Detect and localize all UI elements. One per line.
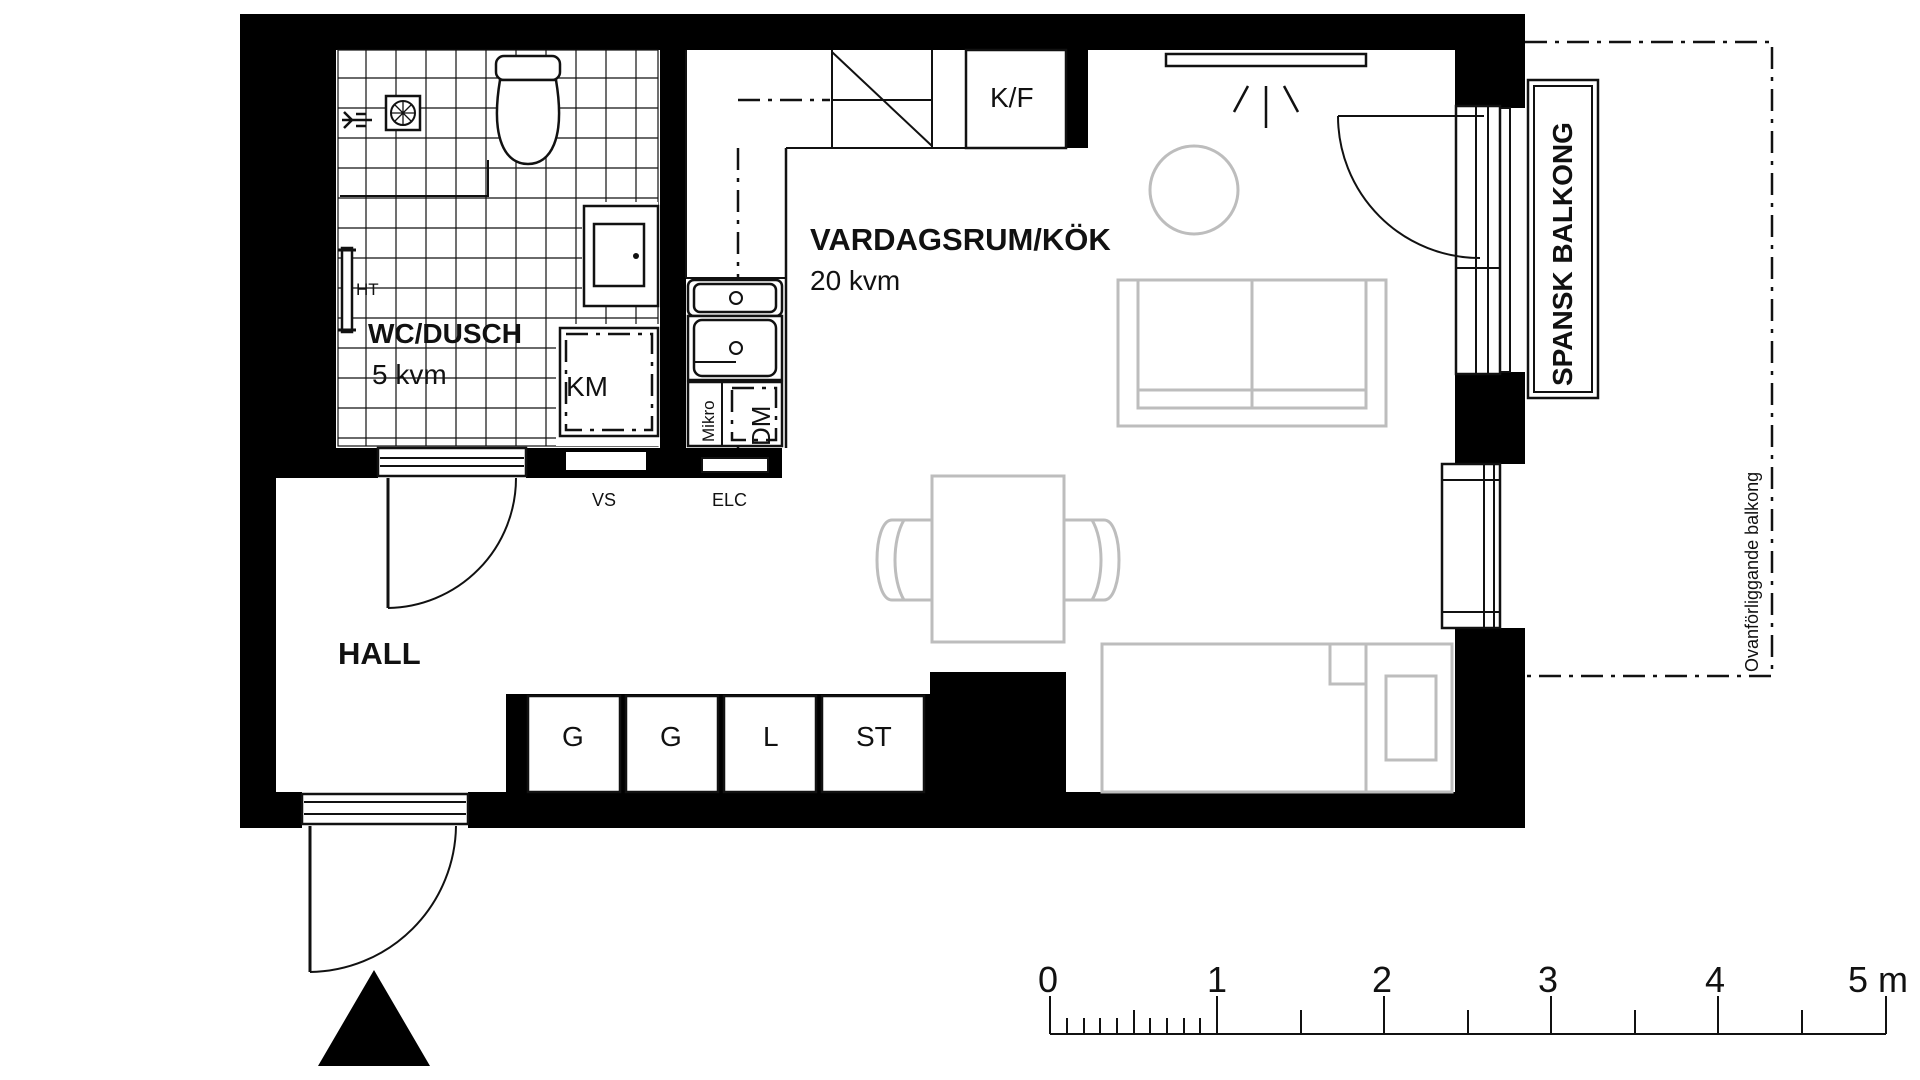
scale-0: 0 [1038, 959, 1058, 1000]
bed [1100, 642, 1454, 794]
scale-1: 1 [1207, 959, 1227, 1000]
french-balcony-label: SPANSK BALKONG [1547, 122, 1578, 386]
exterior-walls [240, 14, 1525, 828]
kitchen-sink-icon [686, 278, 784, 382]
shower-step [340, 160, 489, 197]
vs-shaft [566, 452, 646, 470]
elc-label: ELC [712, 490, 747, 510]
hall-name: HALL [338, 636, 421, 671]
toilet-icon [494, 54, 562, 166]
scale-2: 2 [1372, 959, 1392, 1000]
bath-name: WC/DUSCH [368, 318, 522, 349]
bath-door [376, 446, 528, 609]
scale-5: 5 m [1848, 959, 1908, 1000]
washing-machine-label: KM [566, 371, 608, 402]
living-room-name: VARDAGSRUM/KÖK [810, 222, 1111, 257]
towel-rail-icon [338, 246, 356, 334]
bath-area: 5 kvm [372, 359, 447, 390]
elc-shaft [701, 457, 769, 473]
scale-bar [1049, 996, 1887, 1035]
wardrobe-g1: G [562, 721, 584, 752]
balcony-door [1337, 104, 1511, 376]
wash-basin-icon [582, 204, 660, 308]
living-room-area: 20 kvm [810, 265, 900, 296]
fridge-freezer-label: K/F [990, 82, 1034, 113]
wardrobe-l: L [763, 721, 779, 752]
scale-4: 4 [1705, 959, 1725, 1000]
shower-head-icon [342, 111, 372, 129]
floor [240, 14, 1455, 826]
above-balcony-note: Ovanförliggande balkong [1742, 472, 1762, 672]
washing-machine [558, 326, 660, 438]
entrance-arrow-icon [318, 970, 430, 1066]
dishwasher-label: DM [746, 406, 776, 446]
round-table [1148, 144, 1240, 236]
vs-label: VS [592, 490, 616, 510]
wardrobe-st: ST [856, 721, 892, 752]
micro-dishwasher [686, 380, 784, 448]
above-balcony-outline [1525, 40, 1774, 678]
window [1440, 462, 1502, 630]
scale-3: 3 [1538, 959, 1558, 1000]
wardrobe-g2: G [660, 721, 682, 752]
towel-rail-label: HT [356, 280, 379, 299]
french-balcony [1526, 78, 1600, 400]
entrance-door [300, 792, 470, 973]
microwave-label: Mikro [699, 400, 718, 442]
ceiling-lamp-icon [1164, 52, 1368, 128]
dining-table [875, 474, 1121, 644]
wardrobes [506, 694, 930, 794]
fridge-freezer [964, 48, 1068, 150]
sofa [1116, 278, 1388, 428]
furniture [875, 144, 1454, 794]
